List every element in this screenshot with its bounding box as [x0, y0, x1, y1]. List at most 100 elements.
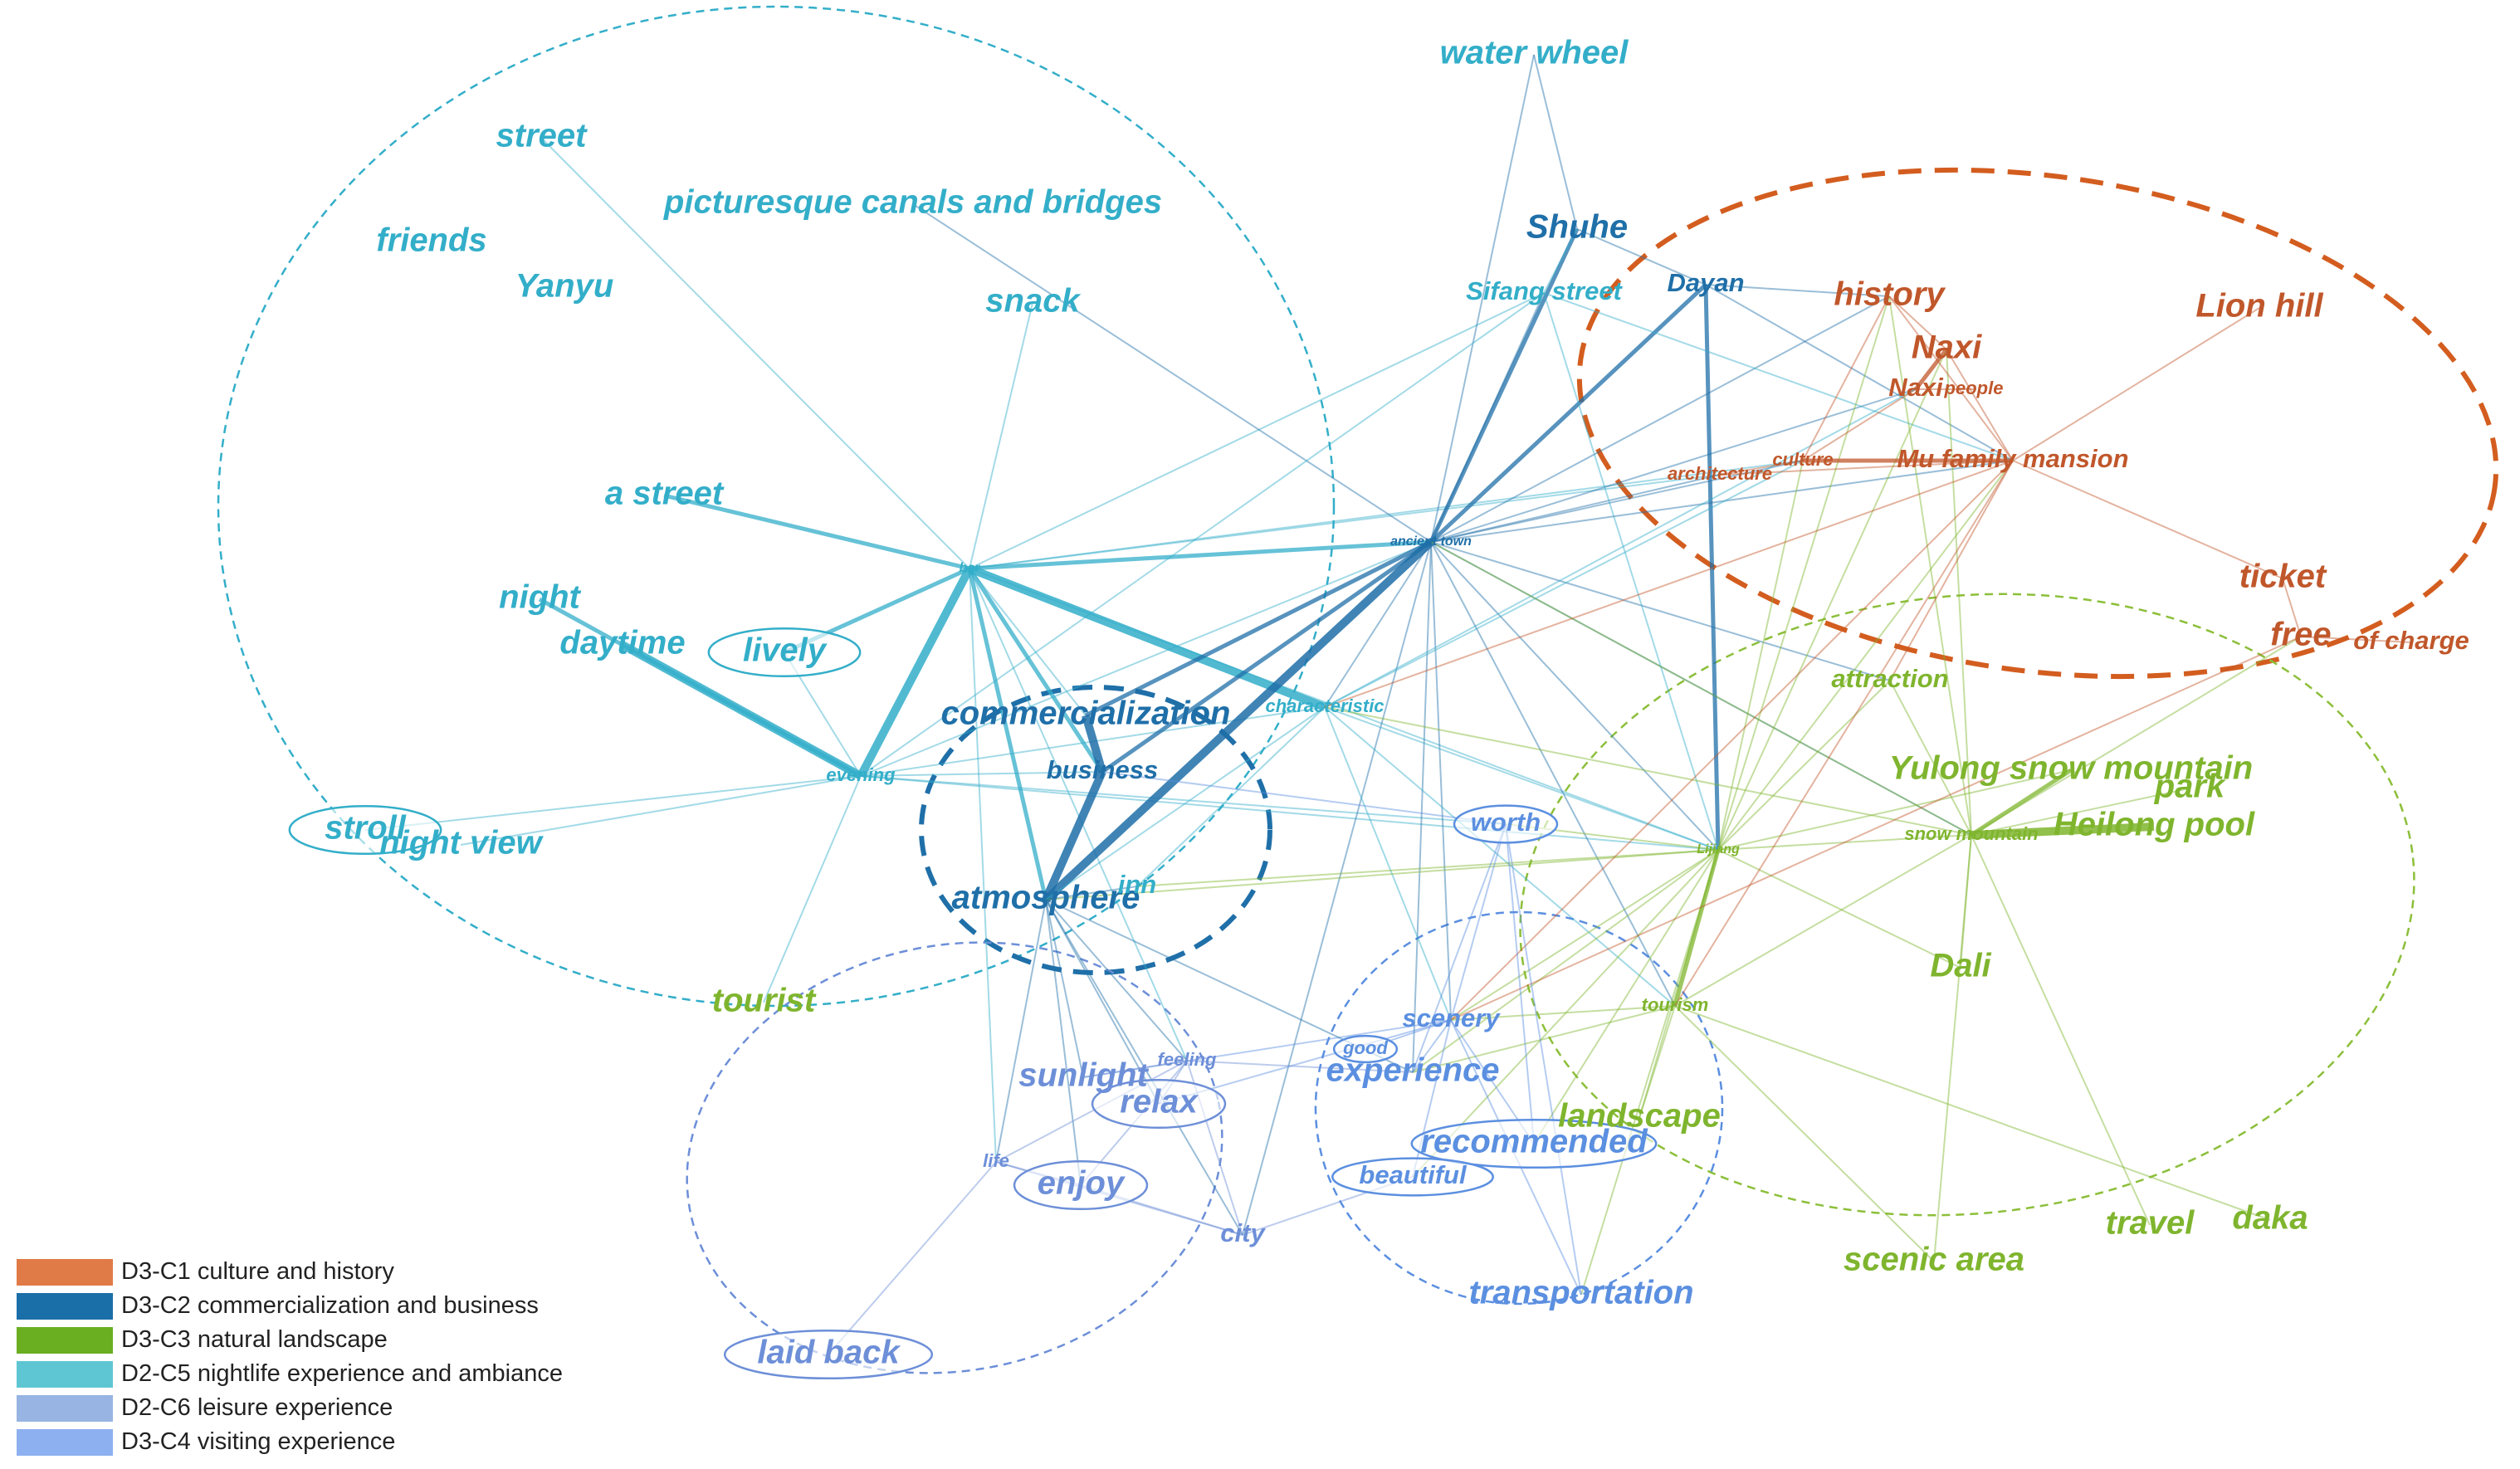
node-label-canals: picturesque canals and bridges [663, 184, 1162, 221]
edge-ancient_town-shuhe [1428, 227, 1580, 544]
node-label-evening: evening [826, 764, 896, 785]
edge-snow_mountain-naxi [1946, 349, 1972, 836]
node-label-sunlight: sunlight [1018, 1057, 1149, 1094]
node-label-daka: daka [2232, 1200, 2308, 1237]
edge-naxi-history [1888, 295, 1947, 350]
edge-characteristic-atmosphere [1045, 706, 1326, 900]
edge-life-laid_back [828, 1161, 997, 1355]
node-label-culture: culture [1772, 449, 1833, 470]
edge-lijiang-yulong [1717, 769, 2072, 851]
edge-ancient_town-architecture [1430, 474, 1721, 543]
edge-lijiang-naxi [1717, 349, 1947, 851]
edge-characteristic-scenery [1324, 706, 1452, 1021]
edge-sifang-mu_mansion [1543, 292, 2014, 461]
node-label-yulong: Yulong snow mountain [1889, 750, 2253, 787]
node-label-scenery: scenery [1402, 1003, 1501, 1032]
edge-ancient_town-history [1430, 295, 1890, 543]
node-label-heilong: Heilong pool [2054, 807, 2255, 843]
legend-item: D3-C3 natural landscape [17, 1323, 664, 1357]
node-label-laid-back: laid back [757, 1335, 901, 1371]
node-label-city: city [1220, 1218, 1266, 1247]
edge-worth-business [1101, 771, 1507, 825]
legend-swatch [17, 1394, 113, 1422]
node-label-characteristic: characteristic [1265, 695, 1384, 716]
edge-snow_mountain-ancient_town [1430, 541, 1972, 836]
edge-free-of_charge [2300, 636, 2412, 643]
node-label-night-view: night view [379, 825, 544, 861]
node-label-stroll: stroll [325, 810, 407, 847]
edge-worth-experience [1412, 823, 1507, 1073]
edge-bar-commercialization [969, 568, 1087, 716]
edge-mu_mansion-attraction [1889, 460, 2014, 681]
edge-snow_mountain-free [1971, 636, 2302, 836]
edge-atmosphere-feeling [1045, 899, 1188, 1061]
legend-item: D3-C1 culture and history [17, 1255, 664, 1289]
node-label-transportation: transportation [1468, 1275, 1693, 1311]
edge-evening-night_view [460, 775, 862, 846]
node-label-lion-hill: Lion hill [2195, 288, 2323, 325]
edge-culture-history [1802, 295, 1890, 461]
edge-ticket-free [2282, 578, 2302, 637]
edge-ancient_town-city [1242, 541, 1432, 1236]
edge-snow_mountain-tourism [1674, 834, 1972, 1007]
edge-bar-evening [857, 566, 974, 778]
node-ellipse-beautiful [1331, 1157, 1494, 1197]
edge-lijiang-beautiful [1412, 849, 1719, 1178]
edge-atmosphere-inn [1045, 886, 1138, 900]
edge-ancient_town-experience [1412, 541, 1432, 1073]
edge-evening-stroll [364, 775, 862, 831]
node-label-tourist: tourist [712, 983, 817, 1019]
edge-lijiang-recommended [1533, 849, 1719, 1144]
cluster-natural-boundary [1519, 593, 2415, 1217]
node-label-dayan: Dayan [1667, 268, 1744, 297]
edge-culture-architecture [1719, 460, 1804, 476]
edge-ancient_town-lijiang [1430, 541, 1719, 851]
node-ellipse-enjoy [1013, 1159, 1149, 1211]
node-label-street: street [496, 118, 588, 154]
edge-evening-lijiang [860, 775, 1719, 851]
cluster-nightlife-boundary [217, 5, 1336, 1008]
edge-lijiang-inn [1136, 849, 1719, 887]
node-label-commercialization: commercialization [940, 695, 1230, 732]
node-label-ancient-town: ancient town [1390, 534, 1472, 549]
cluster-commercial-boundary [919, 685, 1272, 975]
edge-feeling-experience [1186, 1060, 1414, 1073]
edge-tourism-scenic_area [1674, 1005, 1935, 1262]
edge-tourism-scenery [1450, 1005, 1676, 1021]
edge-bar-snack [969, 302, 1033, 569]
node-label-business: business [1047, 755, 1158, 784]
edge-culture-naxi2 [1802, 388, 1917, 461]
edge-lijiang-culture [1717, 460, 1804, 851]
edge-ancient_town-naxi2 [1430, 388, 1917, 543]
node-label-a-street: a street [605, 476, 725, 512]
legend-label: D3-C4 visiting experience [121, 1428, 396, 1455]
node-label-yanyu: Yanyu [515, 268, 614, 305]
edge-snow_mountain-attraction [1889, 680, 1972, 836]
edge-free-scenery [1450, 636, 2302, 1021]
edge-ancient_town-culture [1430, 460, 1804, 543]
edge-mu_mansion-ticket [2012, 460, 2283, 579]
node-label-attraction: attraction [1831, 664, 1948, 693]
node-label-feeling: feeling [1158, 1049, 1217, 1070]
node-label-enjoy: enjoy [1038, 1165, 1126, 1202]
edge-bar-a_street [663, 493, 970, 571]
edge-snow_mountain-heilong [1971, 822, 2155, 839]
node-label-mu-mansion: Mu family mansion [1897, 444, 2128, 473]
edge-snow_mountain-dali [1960, 834, 1972, 969]
edge-bar-life [969, 568, 997, 1163]
edge-bar-architecture [969, 474, 1721, 569]
edge-mu_mansion-naxi [1946, 349, 2014, 461]
edge-ancient_town-commercialization [1084, 539, 1433, 718]
edge-worth-recommended [1505, 823, 1535, 1144]
edge-atmosphere-life [995, 899, 1047, 1163]
edge-snow_mountain-scenic_area [1933, 834, 1972, 1262]
legend-swatch [17, 1360, 113, 1388]
edge-bar-street [540, 137, 970, 569]
edge-characteristic-inn [1136, 706, 1326, 887]
edge-evening-worth [860, 775, 1507, 825]
legend-item: D2-C6 leisure experience [17, 1391, 664, 1425]
edge-dayan-history [1705, 284, 1890, 297]
edge-lijiang-snow_mountain [1717, 834, 1972, 851]
edge-characteristic-naxi2 [1324, 388, 1917, 708]
